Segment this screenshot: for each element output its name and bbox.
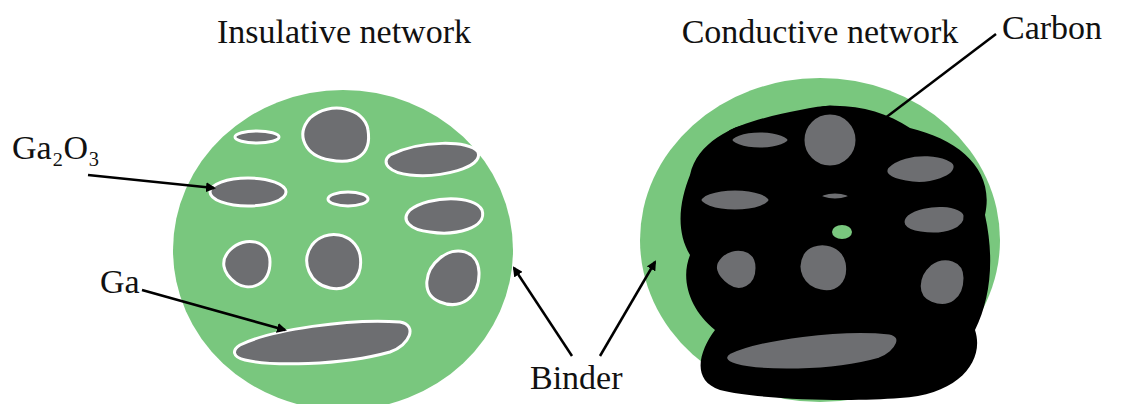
binder-region bbox=[640, 78, 1000, 402]
gallium-particles bbox=[210, 108, 483, 364]
carbon-label: Carbon bbox=[1002, 8, 1102, 48]
leader-arrows bbox=[88, 34, 996, 356]
binder-label: Binder bbox=[530, 358, 623, 398]
network-heading: Insulative network bbox=[217, 12, 471, 52]
binder-region bbox=[173, 90, 513, 404]
carbon-network bbox=[681, 106, 991, 400]
oxide-label: Ga₂O₃ bbox=[12, 128, 100, 168]
gallium-label: Ga bbox=[100, 262, 140, 302]
network-heading: Conductive network bbox=[682, 12, 959, 52]
